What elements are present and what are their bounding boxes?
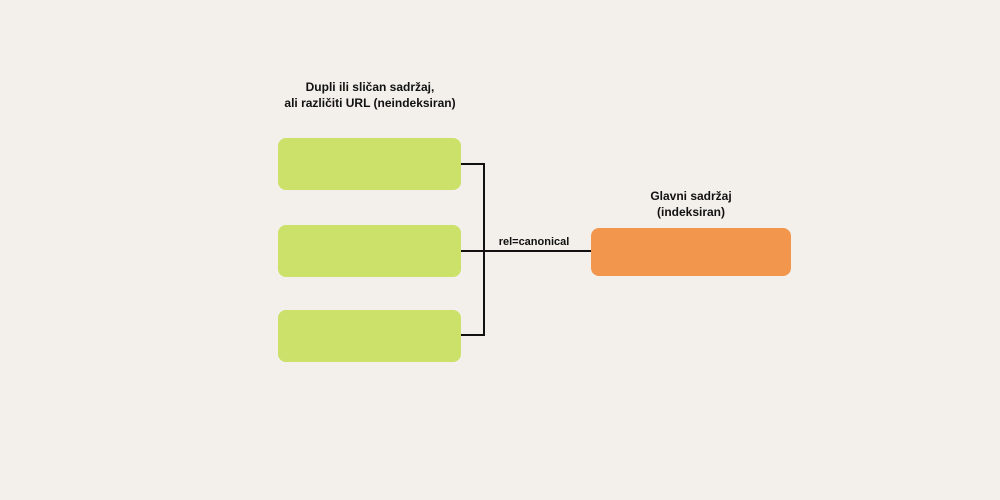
duplicate-page-box-1 xyxy=(278,138,461,190)
duplicate-content-label-line-2: ali različiti URL (neindeksiran) xyxy=(284,96,456,110)
main-content-label-line-2: (indeksiran) xyxy=(656,205,725,219)
bracket-line xyxy=(461,163,485,336)
main-content-label-line-1: Glavni sadržaj xyxy=(650,189,732,203)
canonical-relation-label: rel=canonical xyxy=(498,236,570,248)
duplicate-page-box-3 xyxy=(278,310,461,362)
main-content-label: Glavni sadržaj (indeksiran) xyxy=(591,188,791,220)
main-page-box xyxy=(591,228,791,276)
duplicate-content-label: Dupli ili sličan sadržaj, ali različiti … xyxy=(270,79,470,111)
duplicate-content-label-line-1: Dupli ili sličan sadržaj, xyxy=(305,80,435,94)
duplicate-page-box-2 xyxy=(278,225,461,277)
